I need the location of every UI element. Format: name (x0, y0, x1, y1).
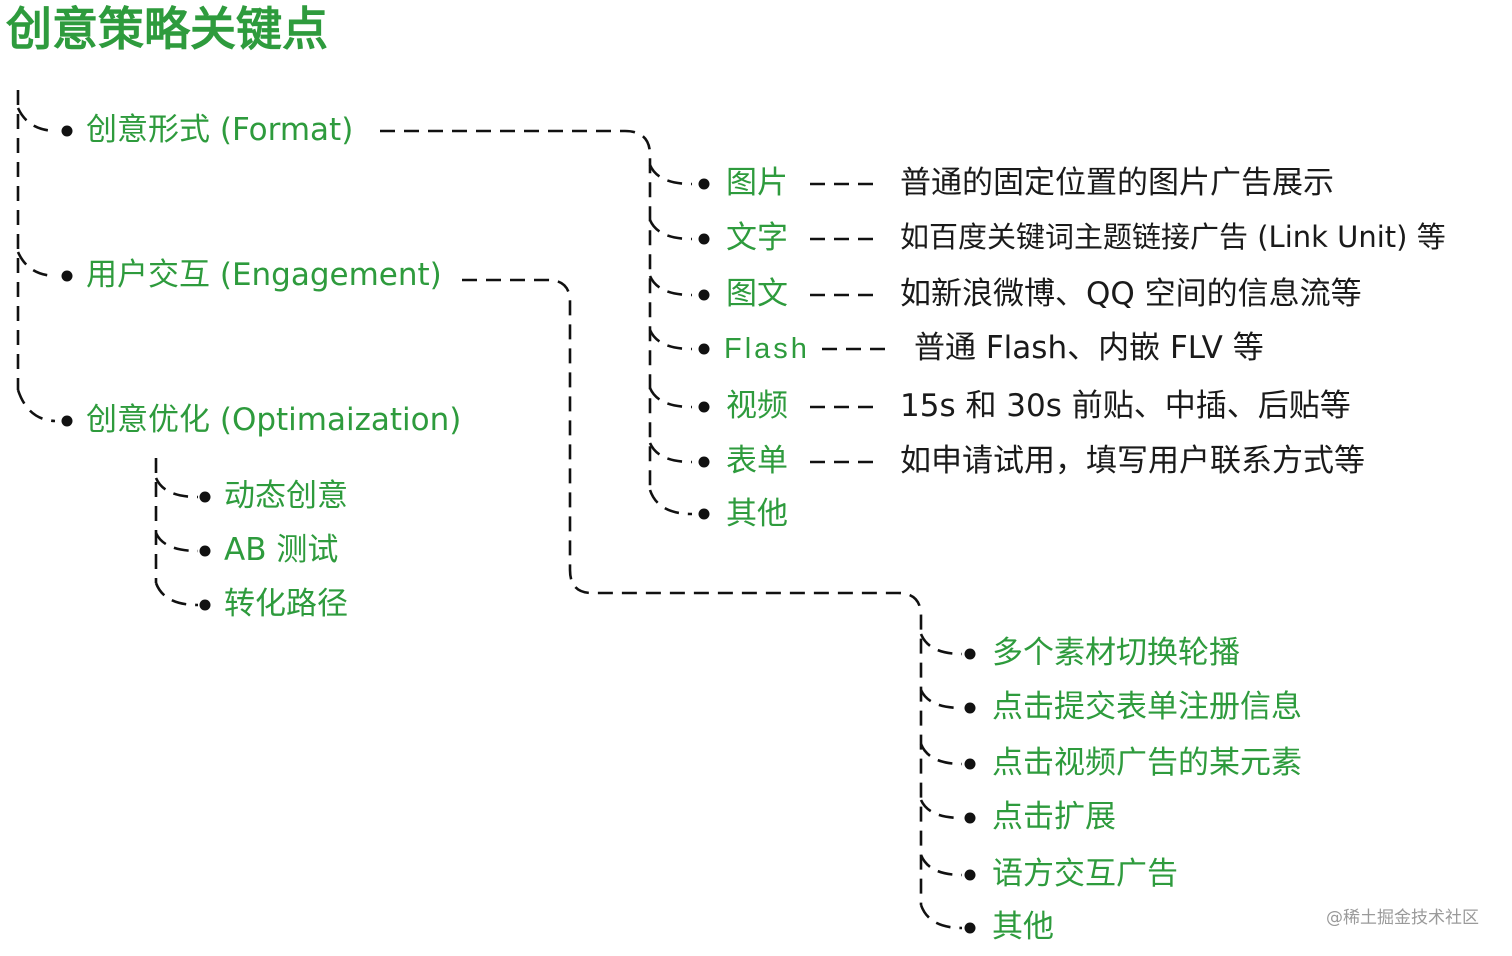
format-item: 图片 (726, 165, 788, 201)
connector-format (380, 129, 652, 490)
category-engagement: 用户交互 (Engagement) (86, 257, 442, 293)
node-dot (964, 812, 976, 824)
branch-engagement (16, 251, 56, 278)
engagement-item: 多个素材切换轮播 (992, 635, 1240, 671)
node-dot (199, 599, 211, 611)
format-item: 表单 (726, 443, 788, 479)
node-dot (61, 415, 73, 427)
node-dot (698, 178, 710, 190)
connector-engagement (462, 278, 923, 905)
node-dot (964, 922, 976, 934)
format-item: 其他 (726, 496, 788, 532)
format-item: 文字 (726, 220, 788, 256)
format-item: 图文 (726, 276, 788, 312)
format-item: Flash (724, 333, 810, 365)
node-dot (698, 289, 710, 301)
category-format: 创意形式 (Format) (86, 112, 354, 148)
format-description: 普通 Flash、内嵌 FLV 等 (914, 330, 1264, 366)
node-dot (964, 758, 976, 770)
node-dot (698, 233, 710, 245)
format-description: 如新浪微博、QQ 空间的信息流等 (900, 276, 1362, 312)
diagram-title: 创意策略关键点 (6, 2, 328, 56)
node-dot (61, 270, 73, 282)
engagement-item: 其他 (992, 909, 1054, 945)
engagement-item: 点击视频广告的某元素 (992, 745, 1302, 781)
node-dot (61, 125, 73, 137)
node-dot (698, 343, 710, 355)
format-description: 普通的固定位置的图片广告展示 (900, 165, 1334, 201)
branch-optimization (16, 389, 56, 423)
engagement-item: 点击扩展 (992, 799, 1116, 835)
format-description: 15s 和 30s 前贴、中插、后贴等 (900, 388, 1351, 424)
watermark: @稀土掘金技术社区 (1326, 908, 1479, 928)
format-description: 如申请试用，填写用户联系方式等 (900, 443, 1365, 479)
node-dot (698, 401, 710, 413)
node-dot (698, 456, 710, 468)
optimization-item: AB 测试 (224, 532, 339, 568)
optimization-item: 动态创意 (224, 478, 348, 514)
engagement-item: 点击提交表单注册信息 (992, 689, 1302, 725)
category-optimization: 创意优化 (Optimaization) (86, 402, 462, 438)
node-dot (698, 508, 710, 520)
node-dot (964, 648, 976, 660)
format-description: 如百度关键词主题链接广告 (Link Unit) 等 (900, 220, 1446, 254)
format-item: 视频 (726, 388, 788, 424)
engagement-item: 语方交互广告 (992, 856, 1178, 892)
node-dot (964, 702, 976, 714)
branch-format (16, 107, 56, 133)
node-dot (964, 869, 976, 881)
node-dot (199, 545, 211, 557)
optimization-item: 转化路径 (224, 586, 348, 622)
node-dot (199, 491, 211, 503)
